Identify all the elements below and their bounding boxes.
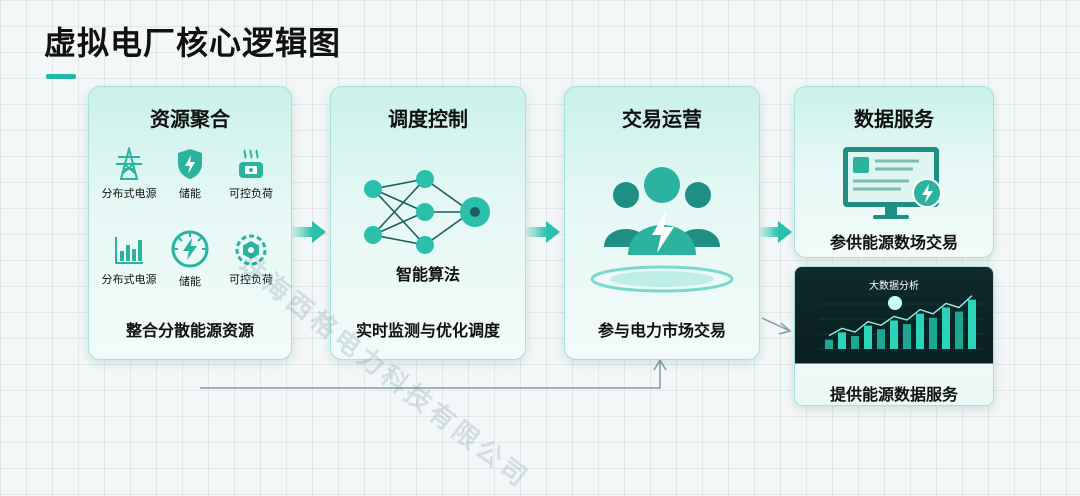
page-title: 虚拟电厂核心逻辑图	[44, 24, 342, 62]
panel-title: 大数据分析	[869, 281, 919, 292]
card-top-caption: 参供能源数场交易	[829, 233, 958, 252]
bar	[916, 313, 924, 349]
card-subtitle: 参与电力市场交易	[597, 321, 726, 340]
card-dispatch-control: 调度控制 智能算法 实时监测与优化调度	[330, 86, 526, 360]
feedback-loop-line	[200, 358, 667, 389]
arrow-resource-to-dispatch	[292, 221, 326, 243]
resource-item-label: 分布式电源	[101, 187, 157, 200]
card-bottom-caption: 提供能源数据服务	[829, 385, 958, 404]
resource-item: 可控负荷	[211, 147, 291, 201]
card-title: 调度控制	[388, 107, 468, 131]
card-trade-operations: 交易运营 参与电力市场交易	[564, 86, 760, 360]
card-subtitle: 整合分散能源资源	[125, 321, 254, 340]
bar	[851, 336, 859, 349]
resource-item-label: 储能	[179, 187, 201, 200]
bar	[968, 299, 976, 349]
resource-item: 分布式电源	[89, 147, 169, 201]
neural-network-icon	[364, 170, 490, 254]
bar	[942, 307, 950, 349]
lightbulb-icon	[888, 296, 902, 310]
card-title: 交易运营	[622, 107, 702, 131]
team-bolt-icon	[590, 167, 734, 293]
algorithm-label: 智能算法	[395, 265, 460, 284]
card-subtitle: 实时监测与优化调度	[355, 321, 500, 340]
bar	[838, 332, 846, 349]
bar	[877, 329, 885, 349]
shield-bolt-icon	[178, 149, 202, 179]
bar-chart-icon	[115, 237, 143, 264]
big-data-analysis-panel: 大数据分析 提供能源数据服务	[794, 266, 994, 406]
heat-load-icon	[239, 149, 263, 178]
flow-connectors	[200, 221, 792, 389]
card-data-services: 数据服务 参供能源数场交易	[794, 86, 994, 258]
resource-item-label: 分布式电源	[101, 273, 157, 286]
trend-line	[828, 295, 973, 337]
arrow-trade-to-dark-card	[761, 317, 792, 335]
resource-item: 可控负荷	[211, 233, 291, 287]
resource-item-label: 可控负荷	[229, 187, 273, 200]
card-title: 数据服务	[854, 107, 934, 131]
bar	[825, 339, 833, 349]
bar	[903, 324, 911, 349]
arrow-trade-to-data	[760, 221, 792, 243]
bar	[955, 311, 963, 349]
arrow-dispatch-to-trade	[526, 221, 560, 243]
resource-item: 分布式电源	[89, 233, 169, 287]
card-title: 资源聚合	[150, 107, 230, 131]
resource-item: 储能	[150, 147, 230, 201]
resource-item-label: 储能	[179, 275, 201, 288]
bar	[890, 320, 898, 349]
resource-item: 储能	[150, 229, 230, 289]
resource-item-label: 可控负荷	[229, 273, 273, 286]
bar	[929, 317, 937, 349]
gear-hex-icon	[235, 234, 267, 266]
power-tower-icon	[116, 147, 142, 180]
bar	[864, 325, 872, 349]
big-data-bar-chart	[819, 295, 985, 350]
monitor-dashboard-icon	[843, 147, 942, 219]
card-resource-aggregation: 资源聚合 分布式电源 储能 可控负荷	[88, 86, 292, 360]
title-accent-bar	[46, 74, 76, 79]
gauge-bolt-icon	[171, 230, 209, 268]
